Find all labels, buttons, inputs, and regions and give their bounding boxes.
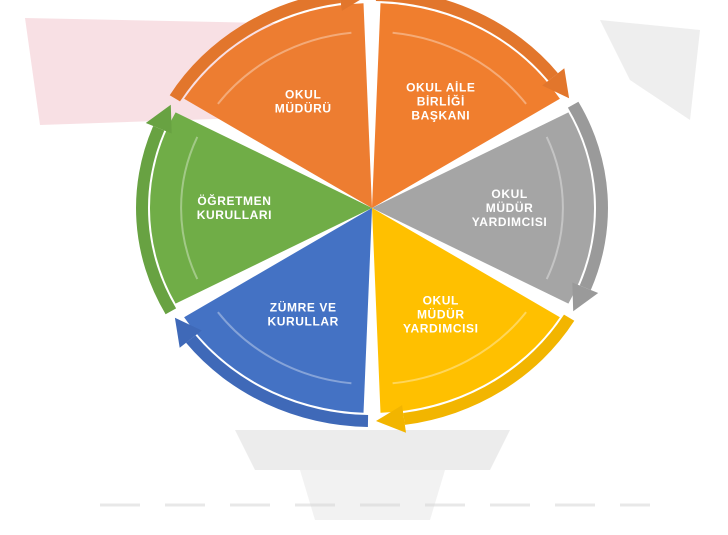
segment-inner-arc: [545, 136, 564, 280]
arrow-head-ogretmen-kurullari: [145, 104, 172, 134]
label-line: KURULLARI: [197, 208, 272, 222]
arrow-head-okul-mudur-yardimcisi-1: [572, 282, 599, 312]
arrow-band-okul-mudur-yardimcisi-2: [403, 314, 575, 425]
segment-inner-arc: [217, 311, 352, 385]
arrow-band-okul-muduru: [169, 0, 341, 102]
segment-okul-mudur-yardimcisi-1: [372, 112, 595, 304]
label-line: OKUL AİLE: [406, 80, 475, 95]
arrow-head-okul-aile-birligi-baskani: [542, 68, 570, 99]
segment-okul-aile-birligi-baskani: [372, 3, 560, 209]
label-line: MÜDÜR: [417, 307, 465, 322]
faded-pedestal-shape: [235, 430, 510, 470]
arrow-band-zumre-ve-kurullar: [186, 335, 369, 427]
segment-inner-arc: [392, 31, 527, 105]
label-line: YARDIMCISI: [472, 215, 548, 229]
cycle-arrows: [136, 0, 608, 433]
label-line: MÜDÜRÜ: [275, 101, 332, 116]
label-line: ZÜMRE VE: [270, 300, 337, 315]
arrow-head-okul-muduru: [340, 0, 360, 11]
faded-corner-shape: [600, 20, 700, 120]
segment-inner-arc: [392, 311, 527, 385]
segment-okul-mudur-yardimcisi-2: [372, 208, 560, 413]
label-line: OKUL: [423, 294, 459, 308]
segments: [149, 3, 595, 413]
label-line: OKUL: [285, 88, 321, 102]
label-line: YARDIMCISI: [403, 322, 479, 336]
arrow-head-okul-mudur-yardimcisi-2: [376, 405, 406, 433]
label-line: KURULLAR: [267, 315, 338, 329]
arrow-band-ogretmen-kurullari: [136, 126, 177, 315]
segment-okul-muduru: [184, 3, 372, 209]
label-line: MÜDÜR: [486, 200, 534, 215]
label-line: ÖĞRETMEN: [197, 193, 271, 208]
arrow-band-okul-aile-birligi-baskani: [375, 0, 558, 81]
segment-ogretmen-kurullari: [149, 112, 372, 304]
faded-stand-shape: [300, 470, 445, 520]
label-line: BİRLİĞİ: [417, 94, 465, 109]
arrow-head-zumre-ve-kurullar: [174, 317, 202, 348]
label-line: OKUL: [491, 187, 527, 201]
segment-zumre-ve-kurullar: [184, 208, 372, 413]
label-line: BAŞKANI: [411, 109, 470, 123]
segment-inner-arc: [180, 136, 199, 280]
arrow-band-okul-mudur-yardimcisi-1: [567, 101, 608, 290]
segment-inner-arc: [217, 31, 352, 105]
